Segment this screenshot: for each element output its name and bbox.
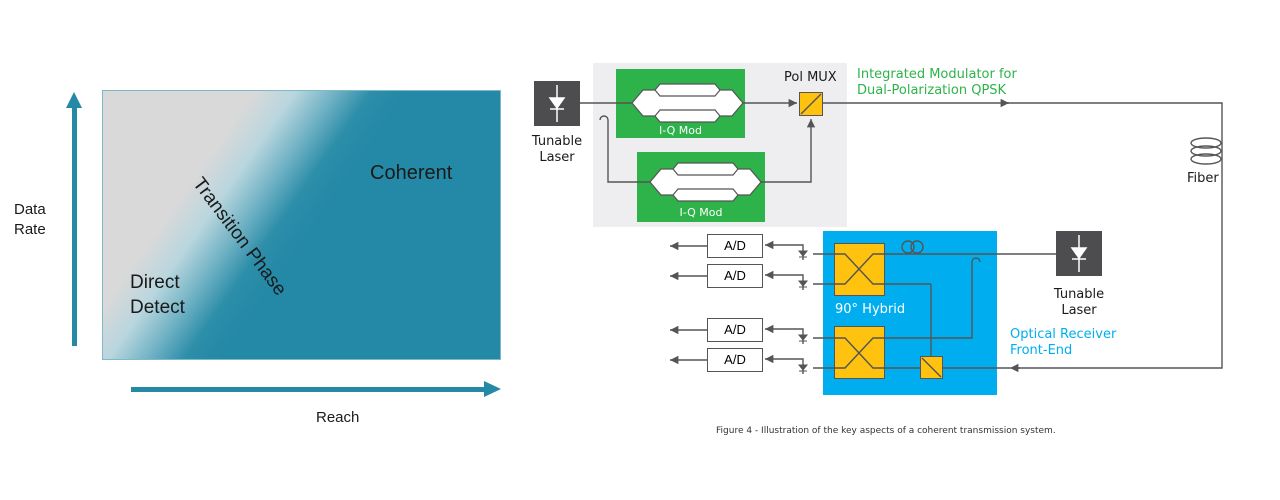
lo-laser-label-line2: Laser <box>1061 303 1097 318</box>
lo-laser-label: Tunable Laser <box>1050 287 1108 319</box>
modulator-caption-line2: Dual-Polarization QPSK <box>857 83 1007 98</box>
x-axis-label: Reach <box>316 409 360 426</box>
tx-branch-line <box>599 115 650 183</box>
pol-mux-label: Pol MUX <box>784 70 837 85</box>
tx-laser-label-line2: Laser <box>539 150 575 165</box>
data-rate-axis-arrow <box>72 108 77 346</box>
direct-detect-label: Direct Detect <box>130 270 185 320</box>
adc-box: A/D <box>707 318 763 342</box>
direct-detect-line1: Direct <box>130 272 180 293</box>
tx-laser-label-line1: Tunable <box>531 134 583 149</box>
y-axis-label-line2: Rate <box>14 221 46 238</box>
photodiode-icon <box>797 280 809 288</box>
adc-box: A/D <box>707 234 763 258</box>
adc-box: A/D <box>707 348 763 372</box>
modulator-caption: Integrated Modulator for Dual-Polarizati… <box>857 67 1017 99</box>
fiber-label: Fiber <box>1187 171 1219 186</box>
front-end-caption-line1: Optical Receiver <box>1010 327 1117 342</box>
photodiode-icon <box>797 364 809 372</box>
iq-mod-top-label: I-Q Mod <box>659 124 702 137</box>
region-map <box>102 90 501 360</box>
fiber-loop-line <box>1005 102 1223 369</box>
reach-axis-arrow <box>131 387 487 392</box>
mzm-waveguide <box>631 83 744 123</box>
y-axis-label: Data Rate <box>14 200 46 240</box>
hybrid-label: 90° Hybrid <box>835 302 906 317</box>
front-end-caption: Optical Receiver Front-End <box>1010 327 1116 359</box>
front-end-caption-line2: Front-End <box>1010 343 1073 358</box>
figure-caption: Figure 4 - Illustration of the key aspec… <box>716 426 1056 436</box>
coherent-label: Coherent <box>370 162 453 184</box>
mzm-waveguide <box>649 162 762 202</box>
fiber-coil-icon <box>1190 137 1222 149</box>
adc-box: A/D <box>707 264 763 288</box>
y-axis-label-line1: Data <box>14 201 46 218</box>
left-figure: Data Rate Reach Direct Detect Coherent T… <box>0 0 520 500</box>
photodiode-icon <box>797 250 809 258</box>
modulator-caption-line1: Integrated Modulator for <box>857 67 1017 82</box>
iq-mod-bottom-label: I-Q Mod <box>679 206 723 219</box>
lo-laser-label-line1: Tunable <box>1053 287 1105 302</box>
direct-detect-line2: Detect <box>130 297 185 318</box>
bottom-mod-to-mux <box>752 119 816 183</box>
tx-laser-label: Tunable Laser <box>530 134 584 166</box>
photodiode-icon <box>797 334 809 342</box>
data-rate-arrowhead <box>66 92 82 108</box>
pol-controller-loop <box>910 240 924 254</box>
reach-arrowhead <box>484 381 501 397</box>
lo-to-hybrid-bottom <box>885 257 981 339</box>
hybrid-top <box>834 243 885 296</box>
pol-controller-loop <box>901 240 915 254</box>
